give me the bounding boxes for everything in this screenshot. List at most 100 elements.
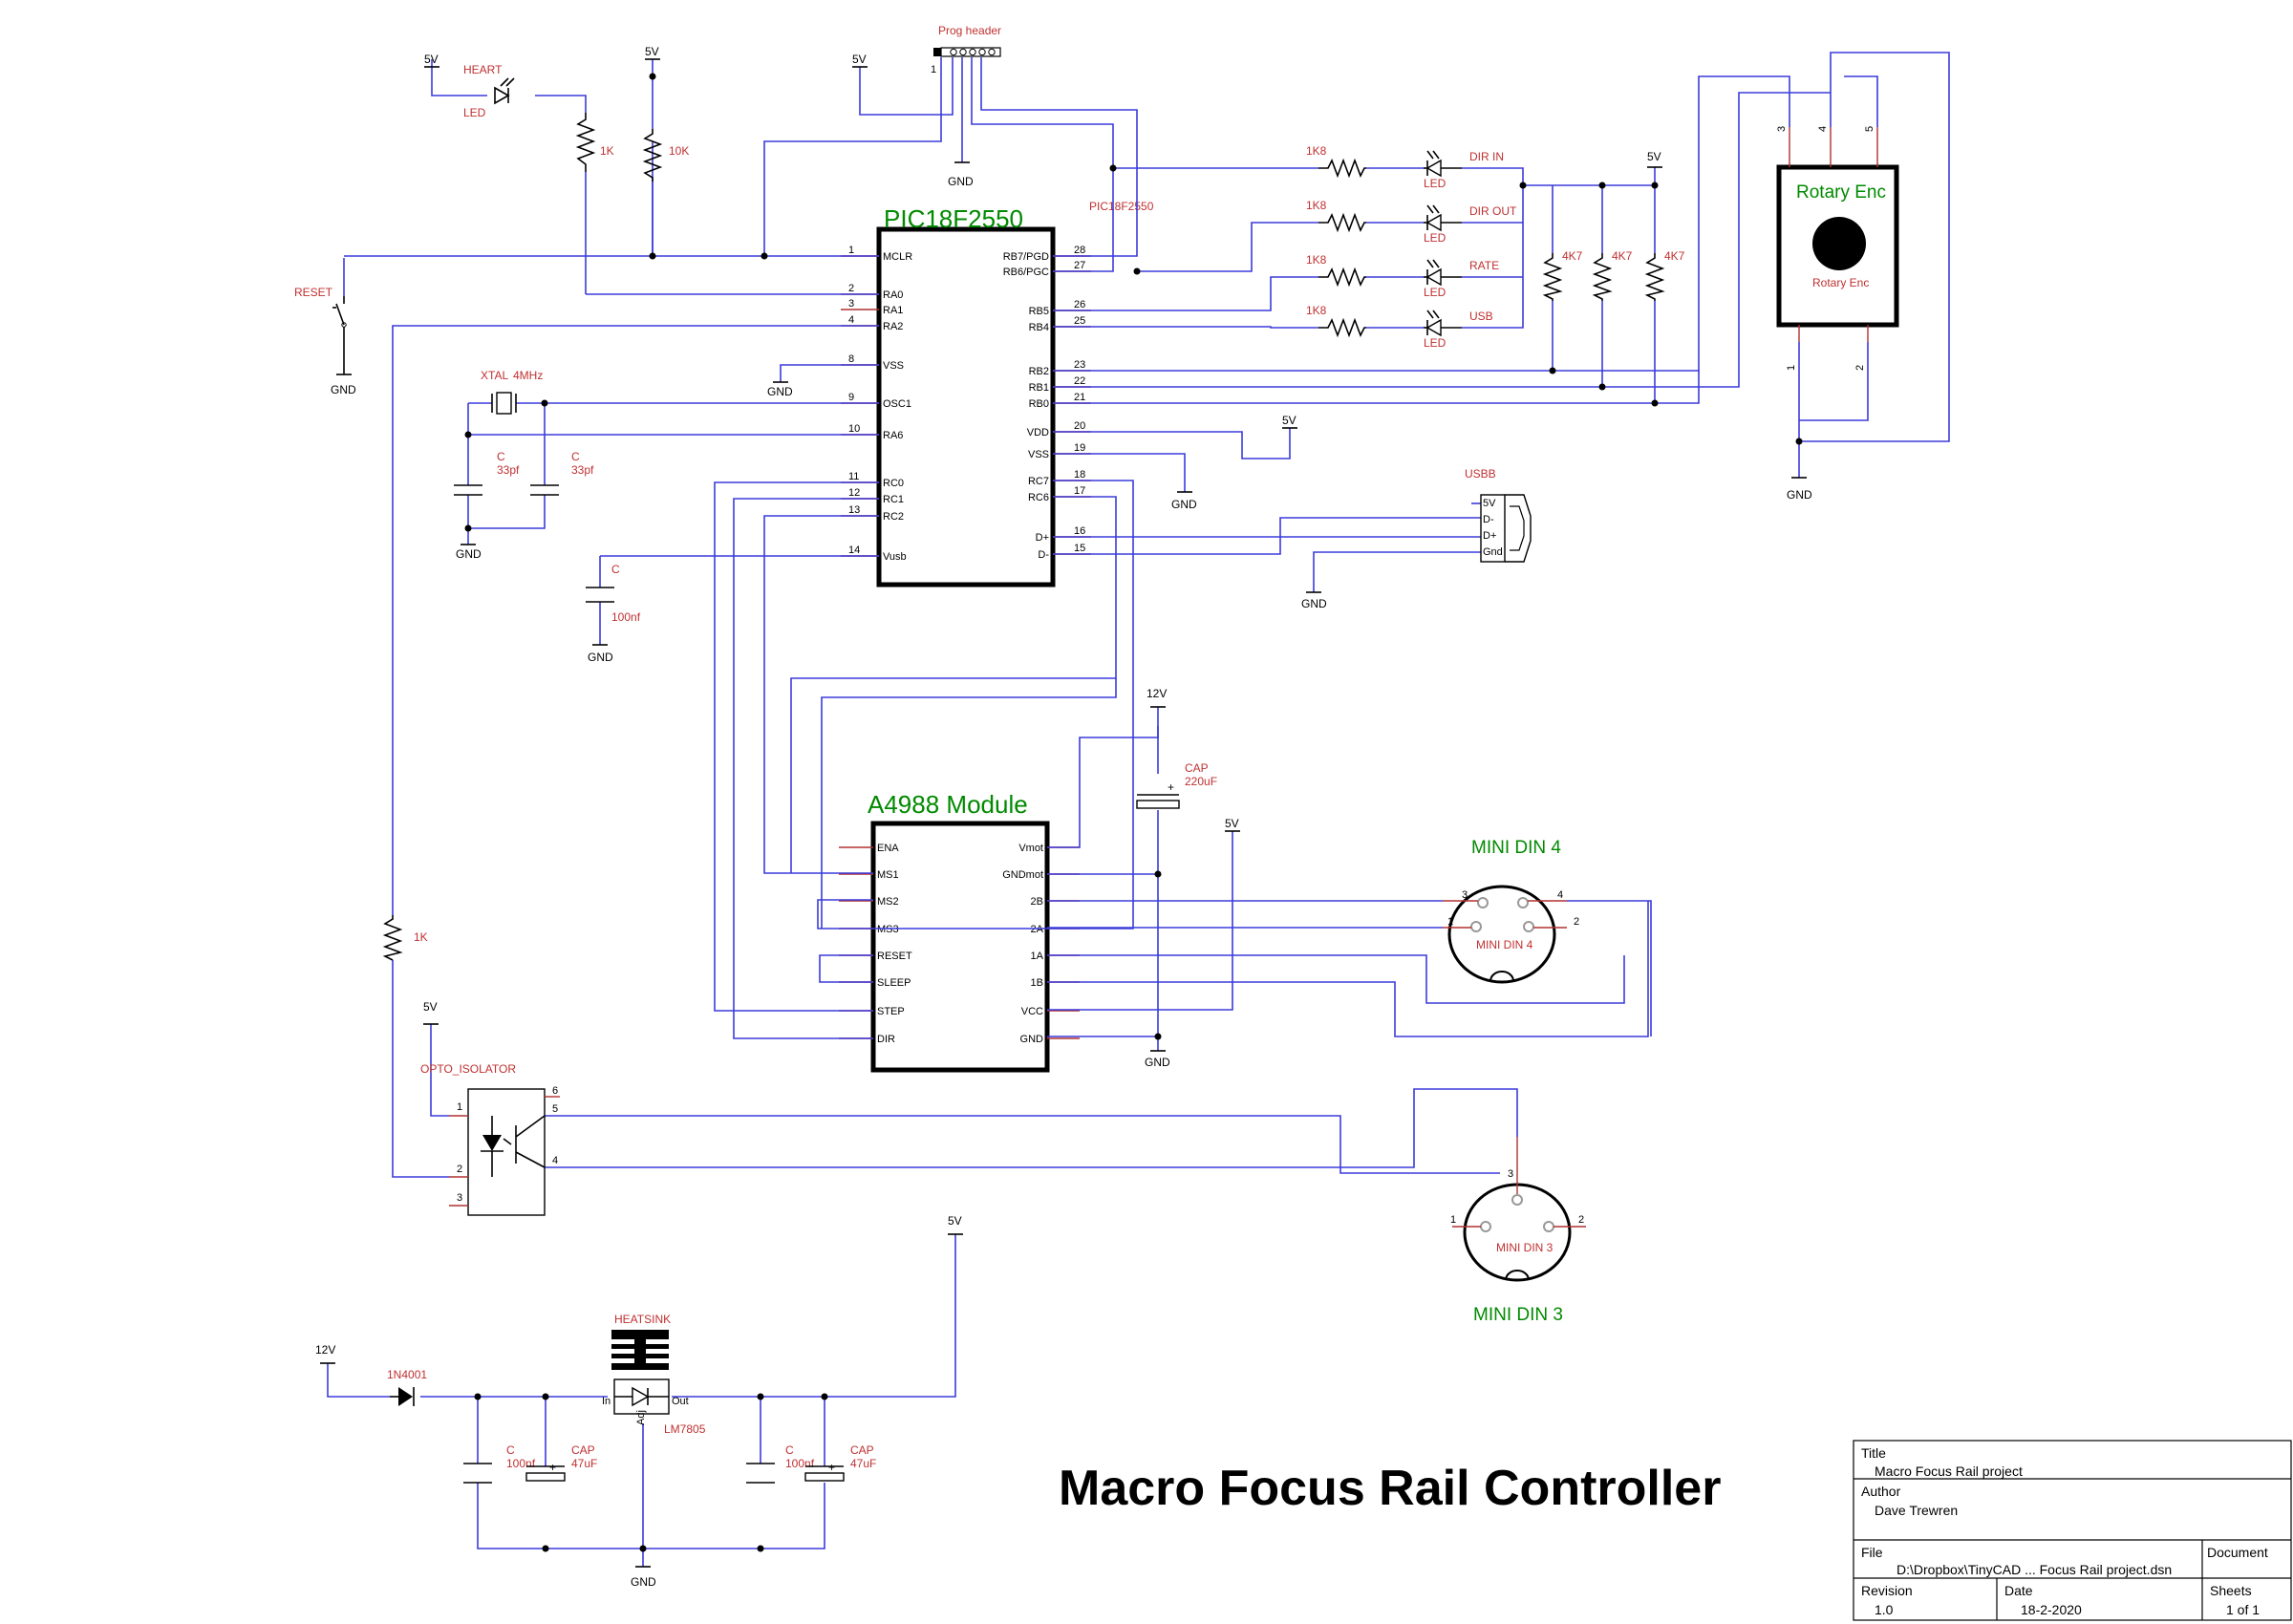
pic-pin-number: 2	[848, 283, 854, 294]
svg-text:+: +	[1168, 780, 1174, 794]
svg-text:HEART: HEART	[463, 63, 503, 76]
svg-text:100nf: 100nf	[506, 1457, 536, 1470]
svg-text:4: 4	[1817, 126, 1829, 132]
a4988-pin-name: GND	[1020, 1034, 1044, 1045]
svg-text:RESET: RESET	[294, 286, 333, 299]
svg-text:4MHz: 4MHz	[513, 369, 543, 382]
tb-date-label: Date	[2004, 1583, 2033, 1598]
svg-text:100nf: 100nf	[785, 1457, 815, 1470]
a4988-pin-name: GNDmot	[1002, 869, 1043, 881]
vcc-5v-opto: 5V	[423, 1000, 439, 1025]
pic-pin-name: RB7/PGD	[1003, 251, 1049, 263]
svg-text:LM7805: LM7805	[664, 1422, 706, 1436]
pic-pin-name: RA2	[883, 321, 903, 332]
resistor-4k7-3: 4K7	[1644, 249, 1685, 301]
usb-b-connector: USBB 5V D- D+ Gnd	[1465, 467, 1532, 563]
svg-text:GND: GND	[1301, 597, 1327, 610]
a4988-pin-name: DIR	[877, 1034, 895, 1045]
mini-din-4: MINI DIN 4 MINI DIN 4 3 4 1 2	[1443, 838, 1579, 984]
svg-text:5V: 5V	[423, 1000, 438, 1014]
pic-pin-number: 16	[1074, 525, 1085, 537]
svg-text:1: 1	[1786, 365, 1797, 371]
svg-text:GND: GND	[767, 385, 793, 398]
led-label: DIR IN	[1469, 150, 1504, 163]
svg-text:2: 2	[1578, 1214, 1584, 1226]
svg-text:C: C	[497, 450, 505, 463]
svg-text:100nf: 100nf	[611, 610, 641, 624]
svg-text:47uF: 47uF	[571, 1457, 597, 1470]
svg-text:C: C	[611, 563, 620, 576]
capacitor-220uf: CAP 220uF +	[1136, 761, 1217, 809]
tb-title-label: Title	[1861, 1445, 1886, 1461]
pic-pin-name: RA1	[883, 305, 903, 316]
svg-text:4K7: 4K7	[1664, 249, 1685, 263]
heart-led: HEART LED	[463, 63, 515, 119]
gnd-usb: GND	[1301, 591, 1327, 610]
svg-text:33pf: 33pf	[497, 463, 520, 477]
vcc-5v-vdd: 5V	[1282, 414, 1297, 429]
svg-text:3: 3	[1508, 1168, 1513, 1180]
a4988-pin-name: MS2	[877, 896, 899, 908]
svg-text:5V: 5V	[1225, 817, 1239, 830]
svg-text:GND: GND	[1145, 1056, 1170, 1069]
tb-sheets-value: 1 of 1	[2226, 1602, 2260, 1617]
pic-pin-number: 23	[1074, 359, 1085, 371]
svg-text:5V: 5V	[1282, 414, 1297, 427]
pic-pin-name: RB5	[1029, 306, 1049, 317]
svg-text:5V: 5V	[424, 53, 439, 66]
pic-name: PIC18F2550	[884, 204, 1023, 233]
pic-pin-number: 28	[1074, 245, 1085, 256]
gnd-a4988: GND	[1145, 1050, 1170, 1069]
svg-text:1N4001: 1N4001	[387, 1368, 427, 1381]
vcc-5v-10k: 5V	[645, 45, 660, 60]
pic-pin-number: 21	[1074, 392, 1085, 403]
svg-text:Adj: Adj	[635, 1410, 647, 1425]
svg-text:5V: 5V	[1483, 498, 1496, 509]
pic-pin-name: RC6	[1028, 492, 1049, 503]
svg-text:5V: 5V	[1647, 150, 1661, 163]
svg-text:C: C	[571, 450, 580, 463]
svg-text:C: C	[785, 1443, 794, 1457]
pic-pin-name: RA0	[883, 289, 903, 301]
tb-author-value: Dave Trewren	[1875, 1503, 1958, 1518]
capacitor-psu-2: + CAP 47uF	[525, 1443, 597, 1482]
svg-text:4: 4	[1557, 889, 1563, 901]
svg-text:4K7: 4K7	[1612, 249, 1633, 263]
led-label: RATE	[1469, 259, 1499, 272]
a4988-pin-name: 2A	[1031, 924, 1044, 935]
pic-pin-name: RB0	[1029, 398, 1049, 410]
svg-text:3: 3	[457, 1192, 462, 1204]
svg-text:+: +	[549, 1461, 556, 1474]
pic-pin-number: 14	[848, 545, 860, 556]
svg-text:1: 1	[1447, 916, 1453, 928]
capacitor-psu-1: C 100nf	[463, 1443, 536, 1484]
resistor-value: 1K8	[1306, 144, 1327, 158]
svg-text:3: 3	[1776, 126, 1788, 132]
heatsink-icon: HEATSINK	[611, 1313, 671, 1370]
svg-text:Rotary Enc: Rotary Enc	[1812, 276, 1869, 289]
pic-pin-name: RA6	[883, 430, 903, 441]
vcc-5v-heart: 5V	[424, 53, 439, 68]
pic-pin-name: RB1	[1029, 382, 1049, 394]
a4988-pin-name: RESET	[877, 951, 912, 962]
vcc-5v-pullups: 5V	[1647, 150, 1662, 168]
led-icon	[1425, 213, 1442, 232]
svg-text:MINI DIN 3: MINI DIN 3	[1473, 1305, 1563, 1325]
pic-pin-number: 10	[848, 423, 860, 435]
gnd-vusb: GND	[588, 644, 613, 664]
led-type: LED	[1424, 286, 1447, 299]
a4988-pin-name: 2B	[1031, 896, 1043, 908]
svg-text:HEATSINK: HEATSINK	[614, 1313, 671, 1326]
pic-pin-name: RB4	[1029, 322, 1049, 333]
pic-pin-number: 19	[1074, 442, 1085, 454]
pic-pin-number: 9	[848, 392, 854, 403]
pic-pin-name: RB2	[1029, 366, 1049, 377]
svg-text:D-: D-	[1483, 514, 1494, 525]
a4988-pin-name: 1A	[1031, 951, 1044, 962]
gnd-vss: GND	[767, 381, 793, 398]
svg-text:5V: 5V	[852, 53, 867, 66]
pic-pin-number: 22	[1074, 375, 1085, 387]
